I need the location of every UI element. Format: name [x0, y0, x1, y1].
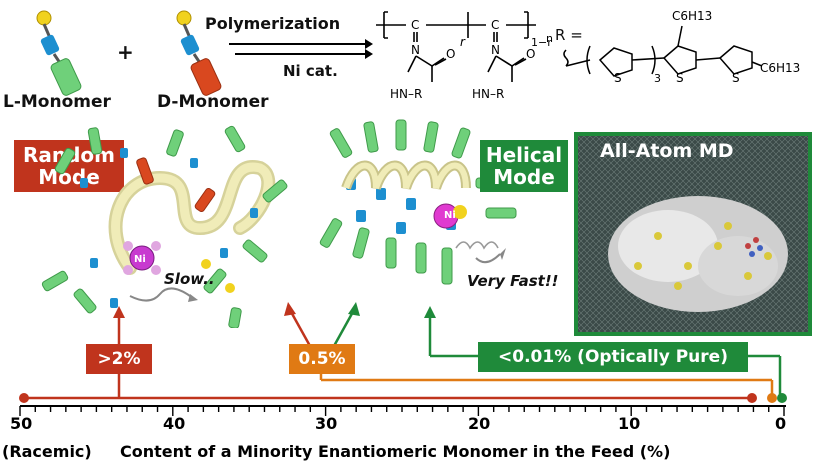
tick-label-50: 50	[10, 414, 33, 433]
md-simulation-image	[578, 136, 808, 332]
ni-catalyst-label: Ni cat.	[283, 62, 338, 80]
hn-r-left: HN–R	[390, 87, 422, 101]
hn-r-right: HN–R	[472, 87, 504, 101]
very-fast-label: Very Fast!!	[467, 272, 559, 290]
subscript-n: n	[546, 32, 553, 45]
feed-content-axis	[19, 405, 786, 416]
all-atom-md-panel	[574, 132, 812, 336]
polymer-n-right: N	[491, 43, 500, 57]
helical-mode-line2: Mode	[493, 165, 555, 189]
tick-label-10: 10	[618, 414, 641, 433]
plus-sign: +	[117, 40, 134, 64]
helical-mode-line1: Helical	[485, 143, 563, 167]
polymer-c-right: C	[491, 18, 499, 32]
polymerization-label: Polymerization	[205, 14, 341, 33]
threshold-badge-2-percent: >2%	[86, 344, 152, 374]
l-monomer-icon	[36, 10, 82, 96]
polymer-structure: C C N N O O r 1−r n HN–R HN–R	[376, 11, 553, 101]
slow-label: Slow..	[164, 270, 215, 288]
helical-mode-badge: Helical Mode	[480, 140, 568, 192]
threshold-badge-0-5-percent: 0.5%	[289, 344, 355, 374]
reaction-arrow-icon	[229, 39, 373, 59]
random-coil-illustration	[41, 125, 288, 328]
threshold-badge-optically-pure: <0.01% (Optically Pure)	[478, 342, 748, 372]
subscript-3: 3	[654, 72, 661, 85]
racemic-label: (Racemic)	[2, 442, 92, 461]
axis-title: Content of a Minority Enantiomeric Monom…	[120, 442, 671, 461]
polymer-o-right: O	[526, 47, 535, 61]
ni-label-random: Ni	[134, 254, 146, 265]
ni-label-helical: Ni	[444, 210, 456, 221]
tick-label-20: 20	[468, 414, 491, 433]
d-monomer-icon	[176, 10, 222, 96]
d-monomer-label: D-Monomer	[157, 92, 269, 112]
s-atom-1: S	[614, 71, 622, 85]
c6h13-top-label: C6H13	[672, 9, 712, 23]
polymer-o-left: O	[446, 47, 455, 61]
tick-label-30: 30	[315, 414, 338, 433]
s-atom-3: S	[732, 71, 740, 85]
c6h13-right-label: C6H13	[760, 61, 800, 75]
tick-label-40: 40	[163, 414, 186, 433]
subscript-1-minus-r: 1−r	[531, 36, 552, 49]
r-group-structure: S 3 S S C6H13 C6H13	[563, 9, 800, 85]
s-atom-2: S	[676, 71, 684, 85]
r-equals-label: R =	[555, 26, 583, 44]
md-title: All-Atom MD	[600, 140, 734, 162]
subscript-r: r	[460, 35, 466, 49]
polymer-n-left: N	[411, 43, 420, 57]
polymer-c-left: C	[411, 18, 419, 32]
l-monomer-label: L-Monomer	[3, 92, 111, 112]
tick-label-0: 0	[775, 414, 787, 433]
